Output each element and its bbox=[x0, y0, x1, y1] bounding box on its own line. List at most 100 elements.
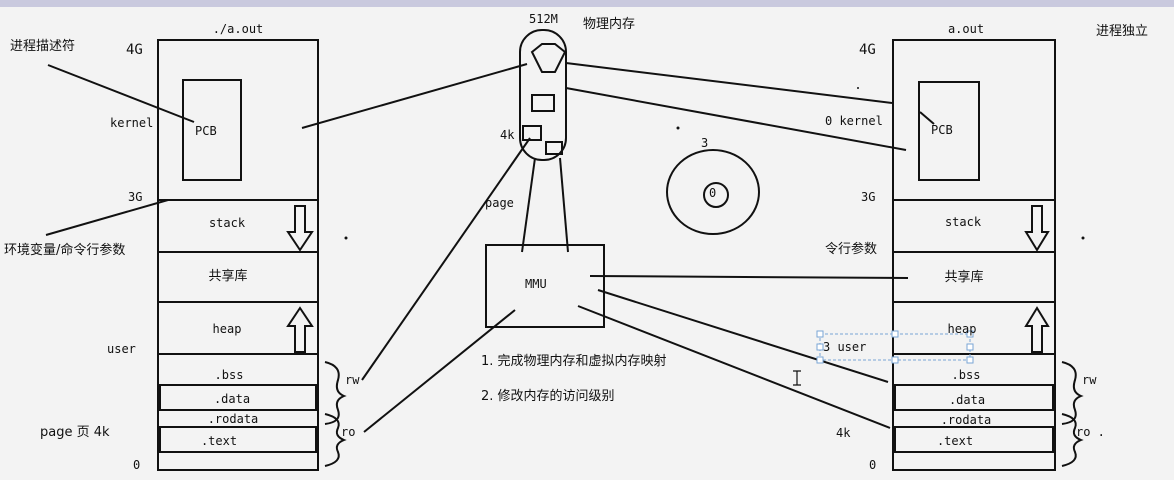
stray-dot bbox=[857, 87, 859, 89]
left-ro-brace bbox=[324, 413, 347, 467]
right-pcb-pointer-line bbox=[919, 111, 935, 125]
right-label-3g: 3G bbox=[861, 190, 876, 204]
stray-dot bbox=[344, 236, 348, 240]
left-seg-rodata: .rodata bbox=[207, 412, 259, 426]
right-seg-data: .data bbox=[948, 393, 986, 407]
page-link-right bbox=[559, 157, 569, 253]
physical-memory-hexagon bbox=[530, 43, 567, 73]
left-label-user: user bbox=[107, 342, 136, 356]
selection-handle-se bbox=[966, 356, 974, 364]
stray-dot bbox=[676, 126, 680, 130]
privilege-ring-inner bbox=[703, 182, 729, 208]
physical-page-b bbox=[522, 125, 542, 141]
right-label-4k: 4k bbox=[836, 426, 851, 440]
selection-handle-ne bbox=[966, 330, 974, 338]
left-region-heap: heap bbox=[212, 322, 242, 336]
left-label-page: page 页 4k bbox=[40, 425, 110, 440]
right-seg-bss: .bss bbox=[951, 368, 981, 382]
page-link-left bbox=[521, 157, 536, 253]
process-independent-label: 进程独立 bbox=[1096, 24, 1149, 39]
right-pcb-label: PCB bbox=[931, 123, 953, 137]
left-seg-bss: .bss bbox=[214, 368, 244, 382]
right-args-label: 令行参数 bbox=[825, 242, 878, 257]
selection-handle-e bbox=[966, 343, 974, 351]
left-rw-label: rw bbox=[345, 373, 360, 387]
selection-handle-w bbox=[816, 343, 824, 351]
left-label-4g: 4G bbox=[126, 42, 143, 58]
mmu-box bbox=[485, 244, 605, 328]
physical-memory-title: 物理内存 bbox=[583, 17, 636, 32]
right-data-box bbox=[894, 384, 1054, 411]
left-pcb-label: PCB bbox=[195, 124, 217, 138]
physical-memory bbox=[519, 29, 567, 161]
left-address-box bbox=[157, 39, 319, 471]
right-title: a.out bbox=[947, 22, 985, 36]
right-region-stack: stack bbox=[944, 215, 982, 229]
mmu-note-2: 2. 修改内存的访问级别 bbox=[481, 389, 615, 404]
selection-handle-sw bbox=[816, 356, 824, 364]
right-seg-rodata: .rodata bbox=[940, 413, 992, 427]
physical-page-4k-label: 4k bbox=[500, 128, 515, 142]
pcb-annotation: 进程描述符 bbox=[10, 39, 76, 54]
rw-to-physical-line bbox=[361, 137, 531, 381]
left-process-space bbox=[157, 39, 347, 471]
left-pcb-box bbox=[182, 79, 242, 181]
left-seg-text: .text bbox=[200, 434, 238, 448]
right-seg-text: .text bbox=[936, 434, 974, 448]
top-bar bbox=[0, 0, 1174, 7]
privilege-ring-outer bbox=[666, 149, 760, 235]
ring-3-label: 3 bbox=[701, 136, 709, 150]
selection-handle-nw bbox=[816, 330, 824, 338]
right-process-space bbox=[892, 39, 1084, 471]
right-region-shared-lib: 共享库 bbox=[944, 270, 984, 285]
right-rw-brace bbox=[1061, 361, 1084, 425]
right-kernel-map-line-top bbox=[565, 62, 893, 104]
ro-to-mmu-line bbox=[363, 309, 516, 433]
physical-page-c bbox=[545, 141, 563, 155]
right-label-user: 3 user bbox=[823, 340, 867, 354]
right-pcb-box bbox=[918, 81, 980, 181]
left-kernel-map-line bbox=[301, 63, 528, 129]
right-heap-up-arrow bbox=[1024, 306, 1050, 353]
right-text-box bbox=[894, 426, 1054, 453]
right-stack-down-arrow bbox=[1024, 205, 1050, 252]
right-rw-label: rw bbox=[1082, 373, 1097, 387]
right-label-0: 0 bbox=[869, 458, 877, 472]
mmu-to-right-text-line bbox=[577, 305, 891, 429]
memory-size-label: 512M bbox=[529, 12, 558, 26]
stray-dot bbox=[1081, 236, 1085, 240]
left-title: ./a.out bbox=[212, 22, 264, 36]
physical-page-a bbox=[531, 94, 555, 112]
selection-handle-s bbox=[891, 356, 899, 364]
ring-0-label: 0 bbox=[709, 186, 717, 200]
right-address-box bbox=[892, 39, 1056, 471]
right-ro-label: ro . bbox=[1076, 425, 1105, 439]
mmu-label: MMU bbox=[525, 277, 547, 291]
left-ro-label: ro bbox=[341, 425, 356, 439]
mmu-to-right-lib-line bbox=[589, 275, 909, 279]
right-region-heap: heap bbox=[947, 322, 977, 336]
selection-handle-n bbox=[891, 330, 899, 338]
right-kernel-map-line-bottom bbox=[565, 87, 907, 151]
left-label-kernel: kernel bbox=[110, 116, 154, 130]
left-label-0: 0 bbox=[133, 458, 141, 472]
right-ro-brace bbox=[1061, 413, 1084, 467]
left-rw-brace bbox=[324, 361, 347, 425]
left-label-3g: 3G bbox=[128, 190, 143, 204]
left-seg-data: .data bbox=[213, 392, 251, 406]
left-data-box bbox=[159, 384, 317, 411]
mmu-to-right-bss-line bbox=[597, 289, 889, 383]
text-cursor-icon bbox=[793, 370, 801, 386]
left-text-box bbox=[159, 426, 317, 453]
env-pointer-line bbox=[45, 199, 169, 236]
left-stack-down-arrow bbox=[286, 205, 314, 252]
env-annotation: 环境变量/命令行参数 bbox=[4, 243, 126, 258]
left-region-shared-lib: 共享库 bbox=[208, 269, 248, 284]
mmu-note-1: 1. 完成物理内存和虚拟内存映射 bbox=[481, 354, 667, 369]
left-region-stack: stack bbox=[208, 216, 246, 230]
pcb-pointer-line bbox=[47, 64, 195, 123]
right-label-kernel: 0 kernel bbox=[825, 114, 883, 128]
right-label-4g: 4G bbox=[859, 42, 876, 58]
